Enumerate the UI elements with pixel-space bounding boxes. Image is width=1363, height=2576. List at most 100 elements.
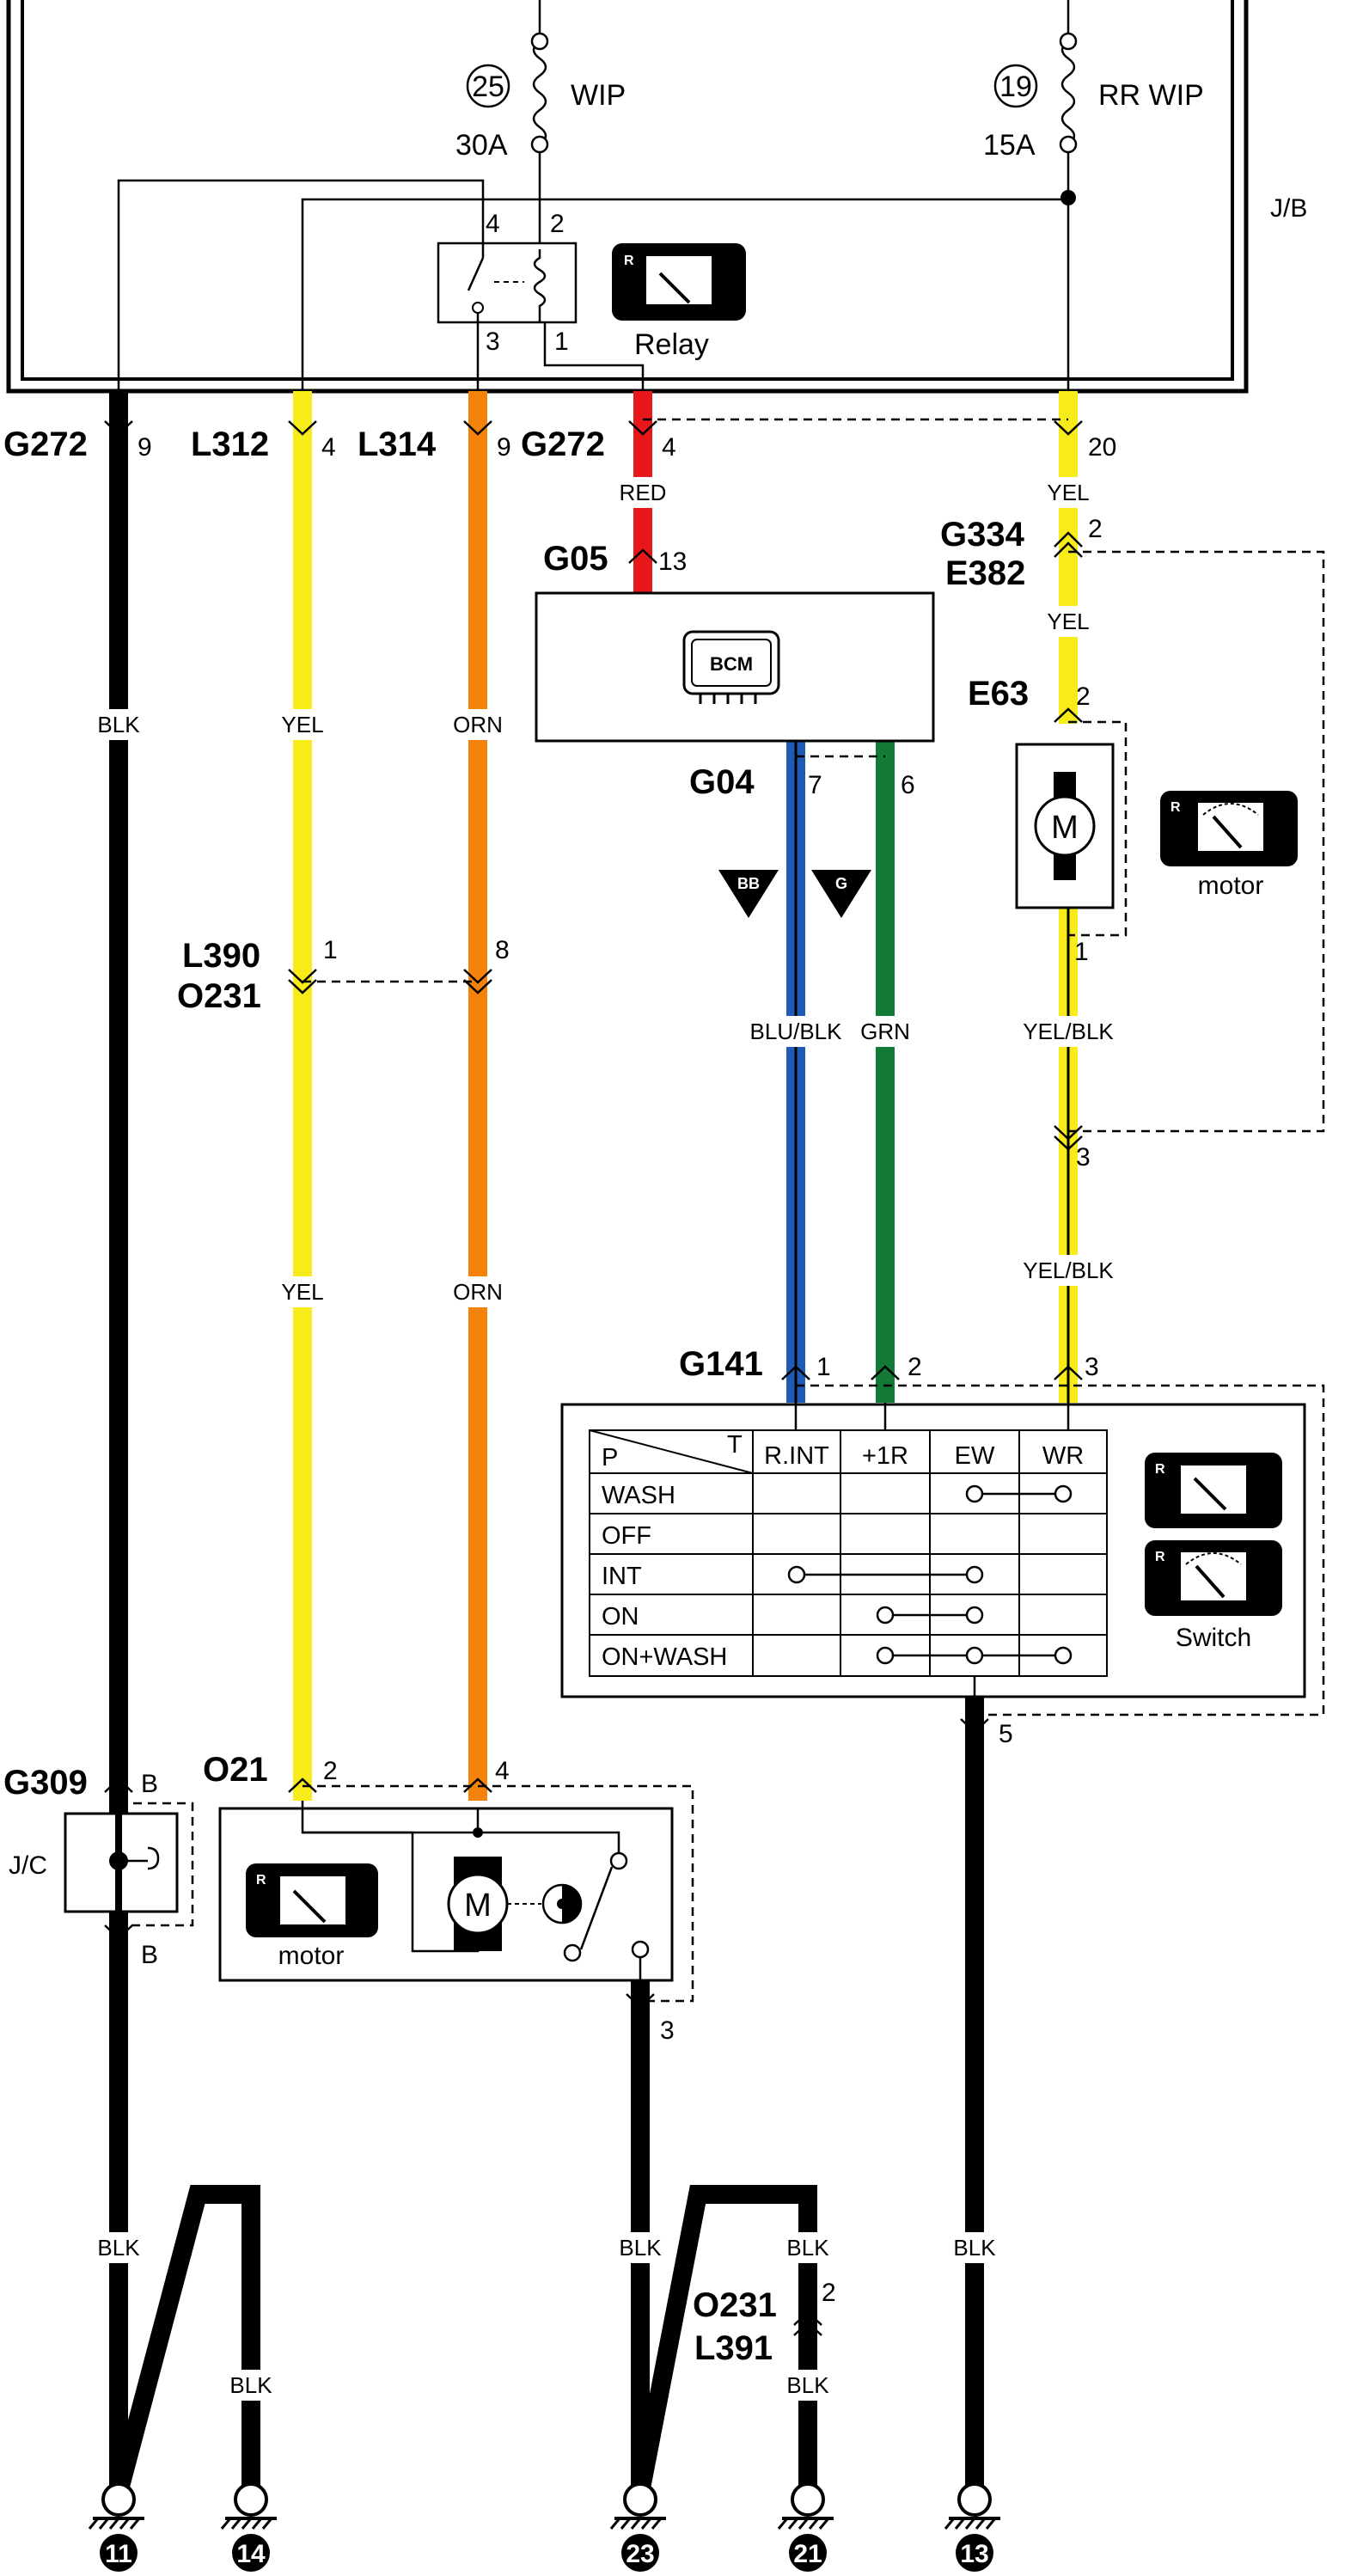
fuse-name-wip: WIP bbox=[571, 79, 626, 112]
wire-label-yel: YEL bbox=[281, 712, 323, 737]
conn-l312: L312 bbox=[191, 425, 269, 463]
wire-label-blk-g11: BLK bbox=[97, 2235, 140, 2261]
col-r-int: R.INT bbox=[764, 1442, 829, 1470]
pin-switch-5: 5 bbox=[999, 1720, 1013, 1748]
pin-g272-left: 9 bbox=[138, 433, 152, 462]
conn-e63: E63 bbox=[968, 675, 1029, 713]
wire-label-grn: GRN bbox=[860, 1019, 910, 1044]
pin-g334: 2 bbox=[1088, 515, 1103, 543]
pin-o21-3: 3 bbox=[660, 2016, 675, 2045]
switch-continuity-marks bbox=[787, 1484, 1073, 1665]
rear-wiper-motor: M R motor bbox=[1015, 743, 1298, 909]
bcm-label: BCM bbox=[710, 653, 753, 675]
wire-label-blk-o231-bottom: BLK bbox=[786, 2372, 829, 2398]
pin-g272-right: 4 bbox=[662, 433, 676, 462]
option-badges: BB G bbox=[718, 870, 871, 918]
pin-o231-2: 2 bbox=[822, 2279, 836, 2307]
pin-l314: 9 bbox=[497, 433, 511, 462]
wire-label-yel-blk-upper: YEL/BLK bbox=[1023, 1019, 1114, 1044]
wire-label-yel-jb: YEL bbox=[1047, 480, 1089, 505]
row-off: OFF bbox=[602, 1522, 651, 1550]
wires bbox=[109, 391, 1078, 2497]
pin-g309-b-bottom: B bbox=[141, 1941, 158, 1969]
ground-number-11: 11 bbox=[105, 2540, 132, 2568]
pin-3-mid: 3 bbox=[1076, 1143, 1091, 1172]
front-motor-symbol: M bbox=[464, 1888, 492, 1924]
wire-label-orn-lower: ORN bbox=[453, 1279, 503, 1305]
fuse-number-25: 25 bbox=[472, 70, 504, 103]
ground-number-13: 13 bbox=[960, 2540, 988, 2568]
bcm-module: BCM bbox=[535, 591, 935, 743]
conn-g272-left: G272 bbox=[3, 425, 88, 463]
conn-l391: L391 bbox=[694, 2329, 773, 2367]
ground-11: 11 bbox=[88, 2482, 144, 2572]
relay-caption: Relay bbox=[634, 328, 709, 361]
connector-dashes bbox=[119, 418, 1325, 2003]
row-wash: WASH bbox=[602, 1482, 675, 1509]
pin-g141-3: 3 bbox=[1085, 1353, 1099, 1381]
col-ew: EW bbox=[955, 1442, 995, 1470]
fuse-rating-30a: 30A bbox=[455, 129, 508, 162]
wire-label-orn: ORN bbox=[453, 712, 503, 737]
fuse-rr-wip: 19 RR WIP 15A bbox=[983, 0, 1204, 404]
front-motor-badge-r: R bbox=[256, 1873, 266, 1888]
table-corner-p: P bbox=[602, 1444, 618, 1472]
relay-badge-r: R bbox=[624, 254, 634, 268]
conn-g272-right: G272 bbox=[521, 425, 605, 463]
conn-g04: G04 bbox=[689, 763, 755, 801]
conn-g334: G334 bbox=[940, 516, 1025, 554]
pin-e63-1: 1 bbox=[1074, 938, 1089, 966]
fuse-name-rr-wip: RR WIP bbox=[1098, 79, 1204, 112]
pin-l390-1: 1 bbox=[323, 936, 338, 964]
badge-g-icon bbox=[811, 870, 871, 918]
col-wr: WR bbox=[1042, 1442, 1084, 1470]
conn-o21: O21 bbox=[203, 1751, 268, 1789]
front-motor-caption: motor bbox=[278, 1942, 345, 1970]
wire-color-labels: BLK YEL ORN RED YEL YEL BLU/BLK GRN YEL/… bbox=[91, 477, 1118, 2401]
rear-motor-badge-r: R bbox=[1170, 800, 1181, 815]
ground-14: 14 bbox=[220, 2482, 277, 2572]
wire-label-blk-o231-top: BLK bbox=[786, 2235, 829, 2261]
joint-connector bbox=[64, 1812, 179, 1913]
pin-o21-2: 2 bbox=[323, 1757, 338, 1785]
pin-g05: 13 bbox=[658, 548, 687, 576]
front-wiper-motor: M R motor bbox=[218, 1801, 674, 1982]
switch-badge-r: R bbox=[1155, 1462, 1165, 1477]
fuse-number-19: 19 bbox=[999, 70, 1032, 103]
fuse-rating-15a: 15A bbox=[983, 129, 1036, 162]
ground-number-21: 21 bbox=[793, 2540, 822, 2568]
conn-o231-bottom: O231 bbox=[693, 2286, 777, 2324]
connector-labels: G272 9 L312 4 L314 9 G272 4 20 G334 2 E3… bbox=[3, 425, 1116, 2367]
pin-o21-4: 4 bbox=[495, 1757, 510, 1785]
ground-21: 21 bbox=[777, 2482, 834, 2572]
junction-block: J/B bbox=[6, 0, 1307, 394]
wire-label-red: RED bbox=[620, 480, 667, 505]
jb-internal-wires bbox=[117, 179, 1068, 404]
conn-g141: G141 bbox=[679, 1345, 763, 1383]
conn-o231: O231 bbox=[177, 977, 261, 1015]
wire-label-yel-e382: YEL bbox=[1047, 609, 1089, 634]
ground-23: 23 bbox=[609, 2482, 666, 2572]
rear-motor-symbol: M bbox=[1051, 810, 1079, 846]
pin-l390-8: 8 bbox=[495, 936, 510, 964]
badge-bb: BB bbox=[737, 875, 760, 892]
relay-pin-2: 2 bbox=[550, 210, 565, 238]
jc-label: J/C bbox=[9, 1851, 47, 1880]
ground-number-23: 23 bbox=[626, 2540, 654, 2568]
rear-motor-caption: motor bbox=[1198, 872, 1264, 900]
fuse-wip: 25 WIP 30A bbox=[455, 0, 626, 219]
wire-label-blk-g23: BLK bbox=[619, 2235, 662, 2261]
row-on: ON bbox=[602, 1603, 639, 1631]
pin-g04-6: 6 bbox=[901, 771, 915, 799]
table-corner-t: T bbox=[727, 1431, 743, 1459]
pin-g04-7: 7 bbox=[808, 771, 822, 799]
switch-table bbox=[589, 1429, 1108, 1677]
ground-number-14: 14 bbox=[236, 2540, 266, 2568]
wire-label-blk: BLK bbox=[97, 712, 140, 737]
pin-g141-1: 1 bbox=[816, 1353, 831, 1381]
relay-pin-4: 4 bbox=[486, 210, 500, 238]
pin-jb-20: 20 bbox=[1088, 433, 1116, 462]
wire-label-blk-g13: BLK bbox=[953, 2235, 996, 2261]
